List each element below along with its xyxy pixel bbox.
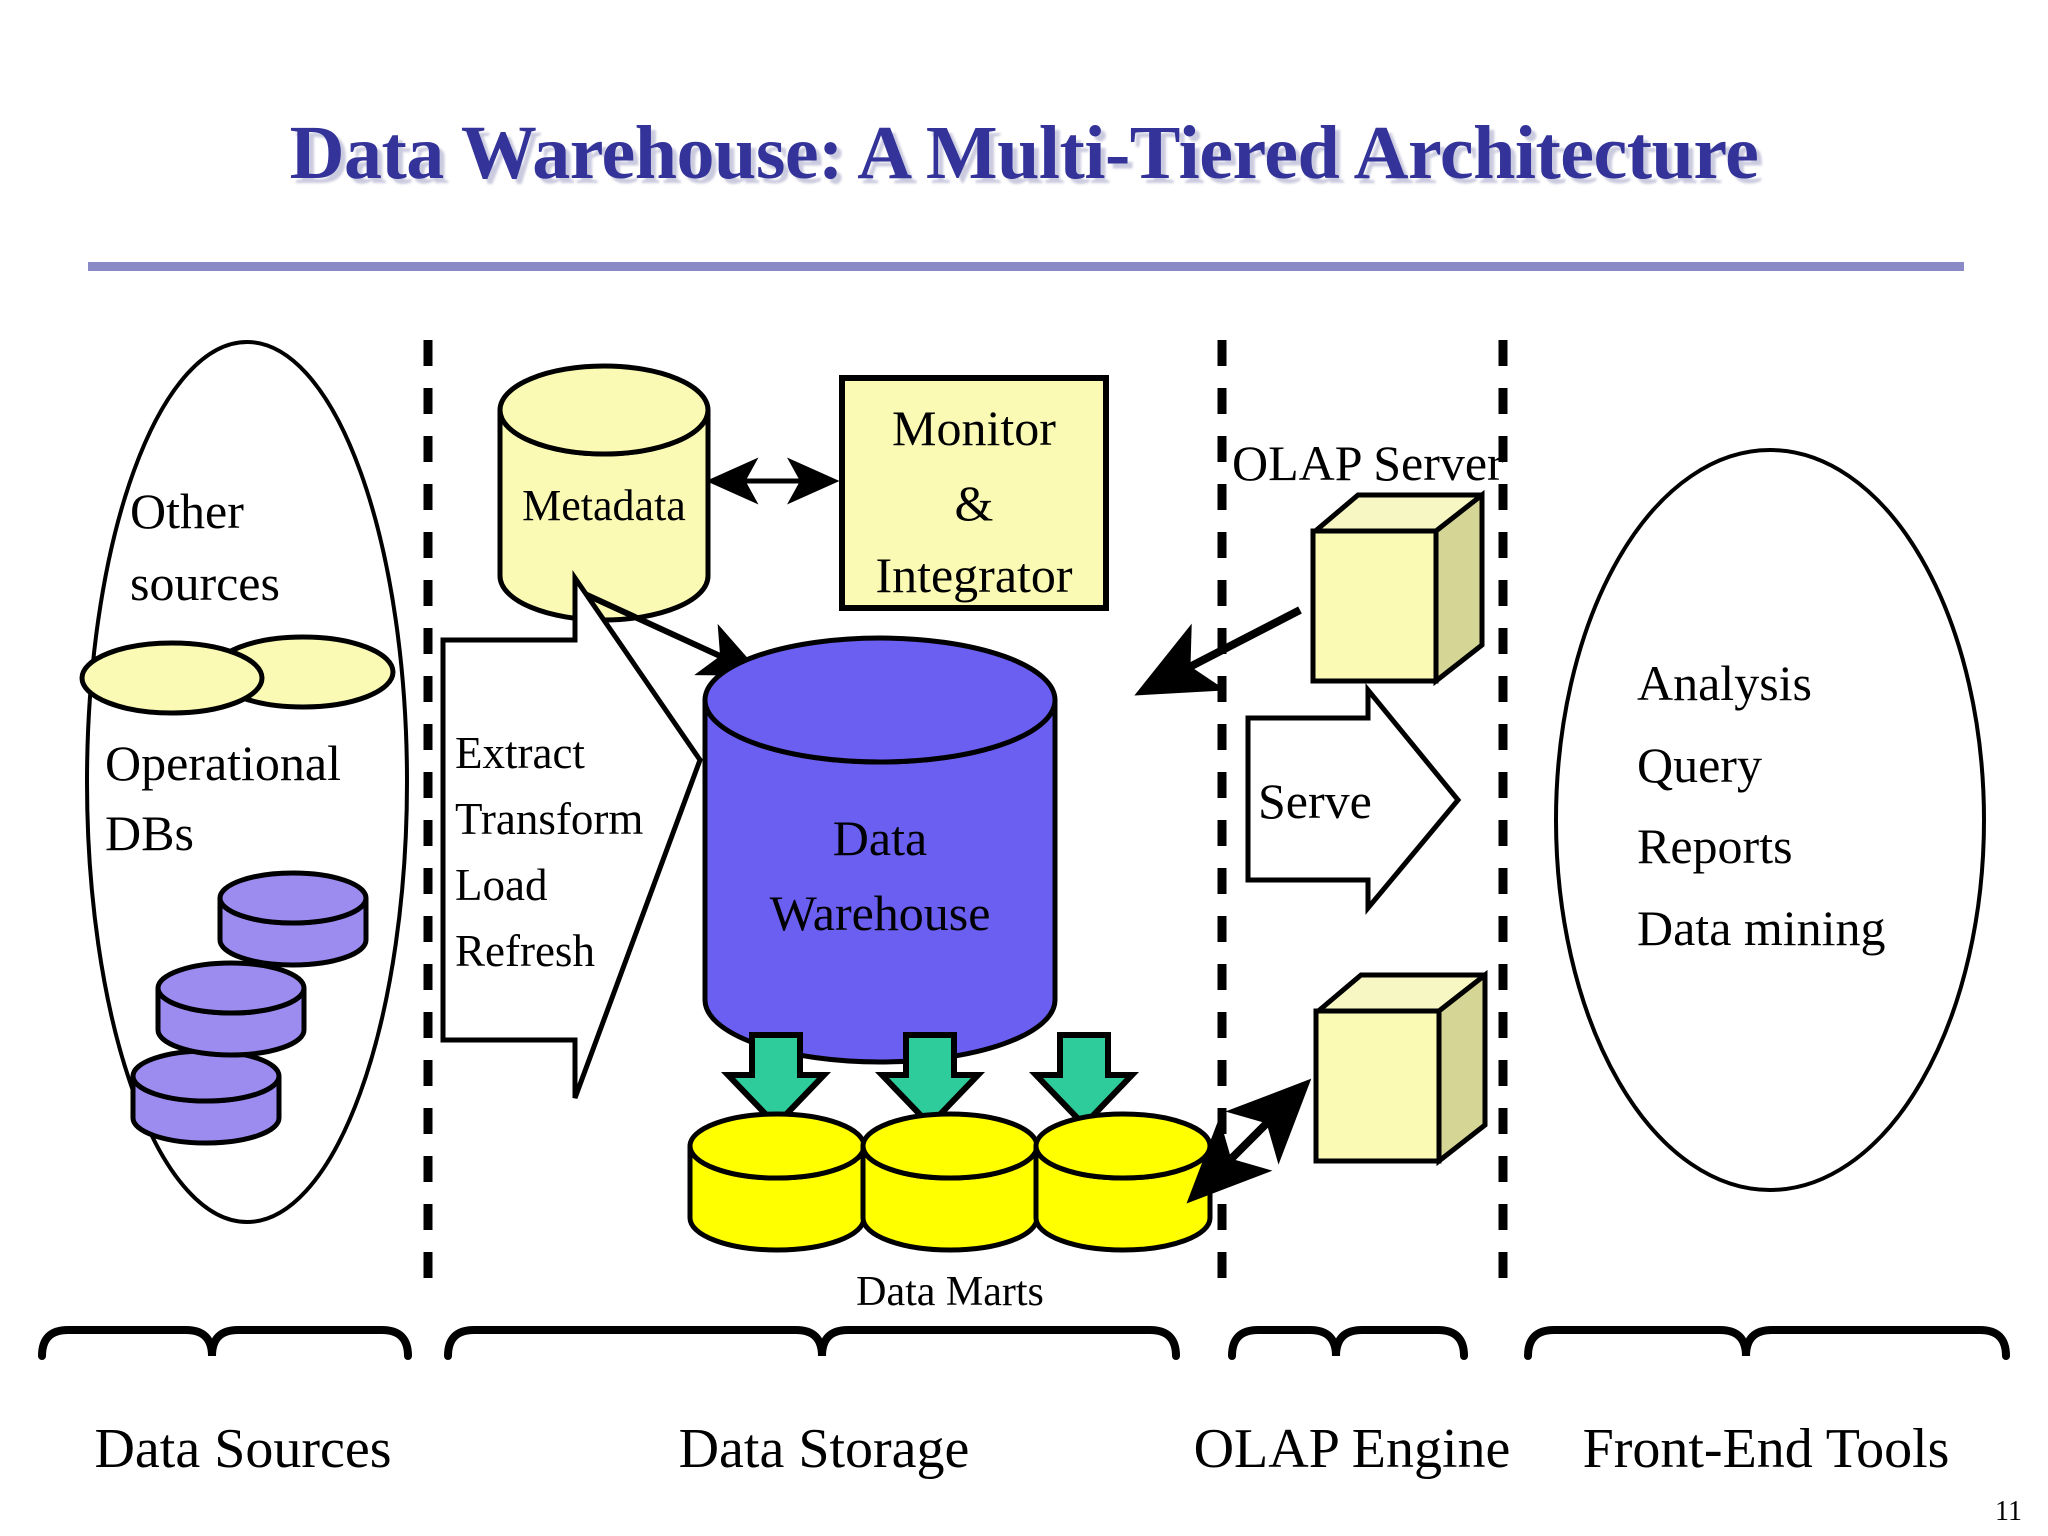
data-warehouse-label-line1: Data	[833, 810, 927, 866]
green-down-arrow-1	[720, 1032, 832, 1130]
etl-label-refresh: Refresh	[455, 926, 595, 976]
olap-cube-upper	[1310, 489, 1485, 687]
band-label-data-storage: Data Storage	[679, 1418, 970, 1480]
band-label-data-sources: Data Sources	[94, 1418, 391, 1480]
metadata-cylinder: Metadata	[497, 363, 711, 623]
front-end-label-reports: Reports	[1637, 818, 1793, 874]
serve-arrow: Serve	[1245, 682, 1462, 915]
data-sources-ellipse	[85, 340, 409, 1224]
ampersand-label: &	[955, 475, 994, 531]
data-marts-label: Data Marts	[856, 1269, 1044, 1315]
front-end-label-analysis: Analysis	[1637, 655, 1812, 711]
monitor-integrator-rect	[839, 375, 1109, 611]
page-title: Data Warehouse: A Multi-Tiered Architect…	[289, 111, 1759, 195]
data-marts-group: Data Marts	[687, 1111, 1213, 1315]
brace-data-storage	[444, 1326, 1180, 1360]
integrator-label: Integrator	[875, 547, 1072, 603]
band-label-olap-engine: OLAP Engine	[1194, 1418, 1511, 1480]
tier-bands	[38, 1326, 2010, 1360]
front-end-label-data-mining: Data mining	[1637, 900, 1886, 956]
operational-db-cylinder-1	[217, 870, 369, 968]
green-down-arrow-2	[874, 1032, 986, 1130]
operational-dbs-label-line1: Operational	[105, 735, 341, 791]
etl-label-transform: Transform	[455, 794, 643, 844]
metadata-warehouse-arrow	[574, 587, 764, 676]
warehouse-to-marts-arrows	[720, 1032, 1140, 1130]
operational-db-cylinder-3	[130, 1048, 282, 1146]
warehouse-to-olap-upper-arrow	[1134, 606, 1302, 696]
metadata-label: Metadata	[522, 481, 686, 530]
brace-data-sources	[38, 1326, 412, 1360]
data-sources-group: Other sources Operational DBs	[79, 340, 409, 1224]
serve-label: Serve	[1258, 773, 1372, 829]
operational-db-cylinder-2	[155, 960, 307, 1058]
data-warehouse-label-line2: Warehouse	[770, 885, 991, 941]
operational-dbs-label-line2: DBs	[105, 805, 194, 861]
etl-arrow-shape	[440, 569, 703, 1099]
title-divider	[88, 262, 1964, 271]
other-sources-label-line2: sources	[130, 555, 280, 611]
front-end-label-query: Query	[1637, 737, 1762, 793]
brace-front-end-tools	[1524, 1326, 2010, 1360]
front-end-tools-group: Analysis Query Reports Data mining	[1554, 448, 1986, 1192]
olap-cube-lower	[1313, 969, 1488, 1167]
data-mart-cylinder-2	[860, 1111, 1040, 1253]
monitor-integrator-box: Monitor & Integrator	[839, 375, 1109, 611]
olap-cube-upper-front	[1310, 528, 1439, 684]
data-mart-cylinder-1	[687, 1111, 867, 1253]
etl-label-extract: Extract	[455, 728, 585, 778]
brace-olap-engine	[1228, 1326, 1468, 1360]
marts-to-olap-lower-arrow	[1186, 1078, 1312, 1204]
etl-arrow: Extract Transform Load Refresh	[440, 569, 703, 1099]
etl-label-load: Load	[455, 860, 547, 910]
monitor-label: Monitor	[892, 400, 1056, 456]
olap-cube-lower-front	[1313, 1008, 1442, 1164]
olap-server-label: OLAP Server	[1232, 435, 1504, 491]
tier-band-labels: Data Sources Data Storage OLAP Engine Fr…	[94, 1418, 1949, 1480]
serve-arrow-shape	[1245, 682, 1462, 915]
front-end-ellipse	[1554, 448, 1986, 1192]
data-warehouse-cylinder: Data Warehouse	[702, 635, 1058, 1065]
olap-cube-upper-side	[1433, 489, 1485, 687]
data-mart-cylinder-3	[1033, 1111, 1213, 1253]
olap-cube-lower-side	[1436, 969, 1488, 1167]
page-number: 11	[1995, 1496, 2022, 1527]
other-source-ellipse-1	[79, 640, 265, 716]
green-down-arrow-3	[1028, 1032, 1140, 1130]
band-label-front-end-tools: Front-End Tools	[1583, 1418, 1950, 1480]
other-sources-label-line1: Other	[130, 483, 244, 539]
